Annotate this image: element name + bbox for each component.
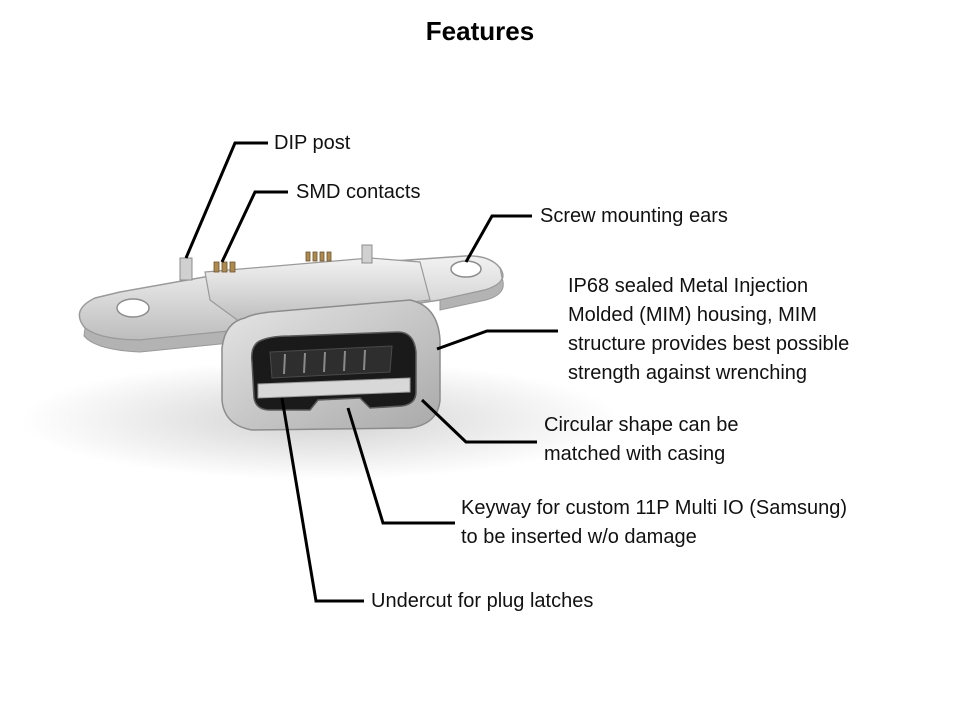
callout-keyway-line-2: to be inserted w/o damage <box>461 526 697 548</box>
leader-keyway <box>346 407 455 525</box>
smd-contacts-left <box>213 261 236 273</box>
callout-keyway: Keyway for custom 11P Multi IO (Samsung)… <box>461 494 847 552</box>
callout-undercut-line-1: Undercut for plug latches <box>371 590 594 612</box>
leader-circular <box>420 398 537 444</box>
screw-hole-left <box>116 298 150 318</box>
contact-tongue <box>269 345 393 379</box>
inner-shelf <box>257 377 411 399</box>
callout-circular-line-2: matched with casing <box>544 443 726 465</box>
leader-smd-contacts <box>220 190 288 263</box>
callout-ip68-line-4: strength against wrenching <box>568 362 808 384</box>
callout-ip68-line-2: Molded (MIM) housing, MIM <box>568 304 817 326</box>
callout-undercut: Undercut for plug latches <box>371 587 593 616</box>
slide-title: Features <box>425 16 535 46</box>
flange-edge-right <box>439 267 504 311</box>
leader-screw-ears <box>464 214 532 263</box>
callout-screw-ears: Screw mounting ears <box>540 202 728 231</box>
leader-ip68 <box>436 329 558 351</box>
callout-ip68-housing: IP68 sealed Metal Injection Molded (MIM)… <box>568 272 849 388</box>
dip-post-right <box>361 244 373 264</box>
smd-contacts-right <box>305 251 332 262</box>
screw-hole-right <box>450 260 482 278</box>
callout-dip-post: DIP post <box>274 129 350 158</box>
leader-undercut <box>280 397 364 603</box>
callout-dip-post-line-1: DIP post <box>274 132 351 154</box>
dip-post-left <box>179 257 193 281</box>
callout-ip68-line-3: structure provides best possible <box>568 333 850 355</box>
callout-smd-contacts: SMD contacts <box>296 178 420 207</box>
callout-circular-shape: Circular shape can be matched with casin… <box>544 411 739 469</box>
callout-keyway-line-1: Keyway for custom 11P Multi IO (Samsung) <box>461 497 848 519</box>
leader-dip-post <box>184 141 268 259</box>
leader-lines <box>184 141 558 603</box>
callout-smd-contacts-line-1: SMD contacts <box>296 181 421 203</box>
callout-screw-ears-line-1: Screw mounting ears <box>540 205 728 227</box>
callout-ip68-line-1: IP68 sealed Metal Injection <box>568 275 809 297</box>
receptacle-contacts <box>283 349 366 375</box>
callout-circular-line-1: Circular shape can be <box>544 414 739 436</box>
